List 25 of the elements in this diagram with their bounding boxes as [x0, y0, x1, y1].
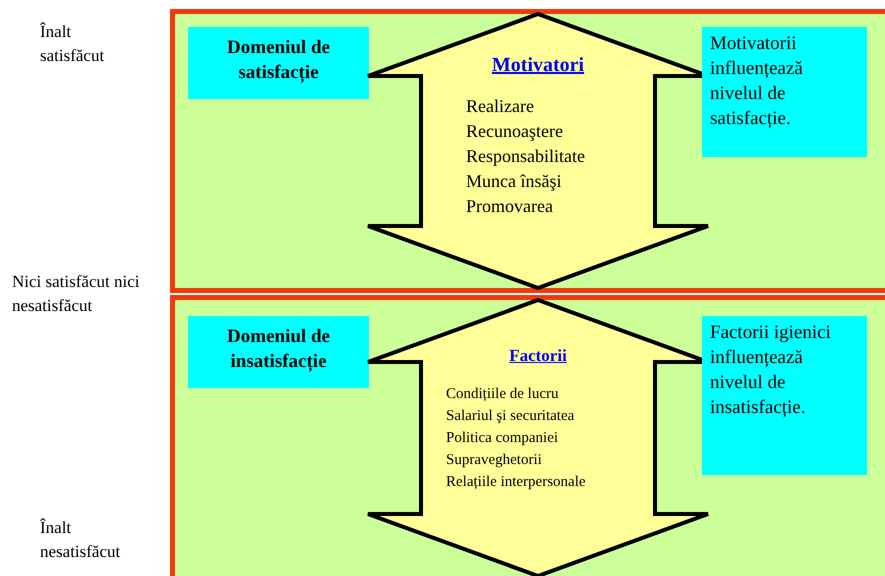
list-item: Promovarea	[466, 195, 554, 218]
text-box	[188, 316, 369, 388]
level-label: Înalt satisfăcut	[40, 21, 106, 67]
text-box	[188, 27, 369, 99]
list-item: Salariul şi securitatea	[446, 407, 576, 426]
note-text: Motivatorii influențează nivelul de satisfacție.	[710, 32, 804, 131]
list-item: Recunoaştere	[466, 120, 564, 143]
zone-heading: Domeniul de satisfacție	[226, 36, 331, 85]
list-item: Realizare	[466, 95, 535, 118]
note-text: Factorii igienici influențează nivelul de insatisfacție.	[710, 321, 832, 420]
text-box	[702, 316, 867, 475]
level-label: Înalt nesatisfăcut	[40, 517, 122, 563]
list-item: Relațiile interpersonale	[446, 473, 586, 492]
zone-heading: Domeniul de insatisfacție	[226, 325, 331, 374]
heading-link: Factorii	[508, 345, 568, 367]
zone-band	[170, 295, 885, 576]
text-box	[702, 27, 867, 157]
heading-link: Motivatori	[490, 53, 586, 78]
level-label: Nici satisfăcut nici nesatisfăcut	[12, 271, 140, 317]
list-item: Responsabilitate	[466, 145, 585, 168]
list-item: Munca însăşi	[466, 170, 562, 193]
list-item: Politica companiei	[446, 429, 560, 448]
list-item: Supraveghetorii	[446, 451, 543, 470]
zone-band	[170, 9, 885, 293]
list-item: Condițiile de lucru	[446, 385, 560, 404]
